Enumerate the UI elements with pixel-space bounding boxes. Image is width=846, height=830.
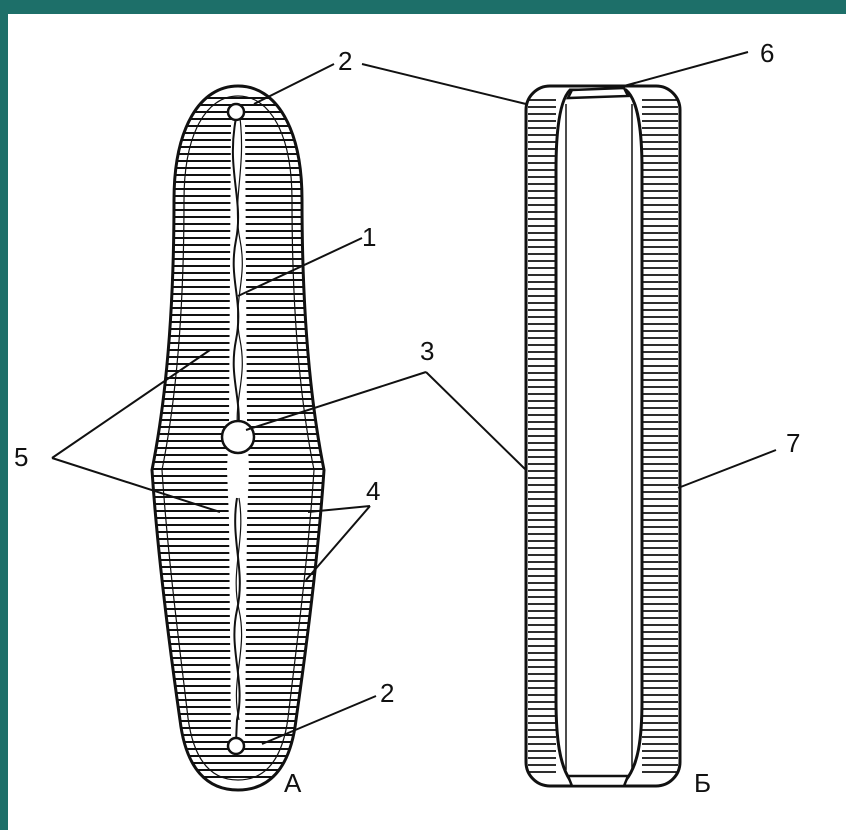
connecting-band-top xyxy=(568,88,628,98)
label-girdle-view: Б xyxy=(694,768,711,798)
label-6: 6 xyxy=(760,38,774,68)
label-7: 7 xyxy=(786,428,800,458)
label-valve-view: А xyxy=(284,768,302,798)
leader-6 xyxy=(624,52,748,86)
leader-7 xyxy=(678,450,776,488)
polar-nodule-bottom xyxy=(228,738,244,754)
central-nodule xyxy=(222,421,254,453)
label-4: 4 xyxy=(366,476,380,506)
valve-view xyxy=(140,86,340,790)
label-3: 3 xyxy=(420,336,434,366)
diagram-frame: 1 2 2 3 4 5 6 7 А Б xyxy=(8,14,846,830)
label-5: 5 xyxy=(14,442,28,472)
girdle-view xyxy=(526,86,680,786)
leader-5 xyxy=(52,350,220,512)
label-1: 1 xyxy=(362,222,376,252)
leader-2-top xyxy=(254,64,526,104)
connecting-band-bottom xyxy=(568,776,628,786)
diatom-diagram: 1 2 2 3 4 5 6 7 А Б xyxy=(8,14,846,830)
label-2-bottom: 2 xyxy=(380,678,394,708)
polar-nodule-top xyxy=(228,104,244,120)
label-2-top: 2 xyxy=(338,46,352,76)
girdle-band xyxy=(556,90,642,780)
